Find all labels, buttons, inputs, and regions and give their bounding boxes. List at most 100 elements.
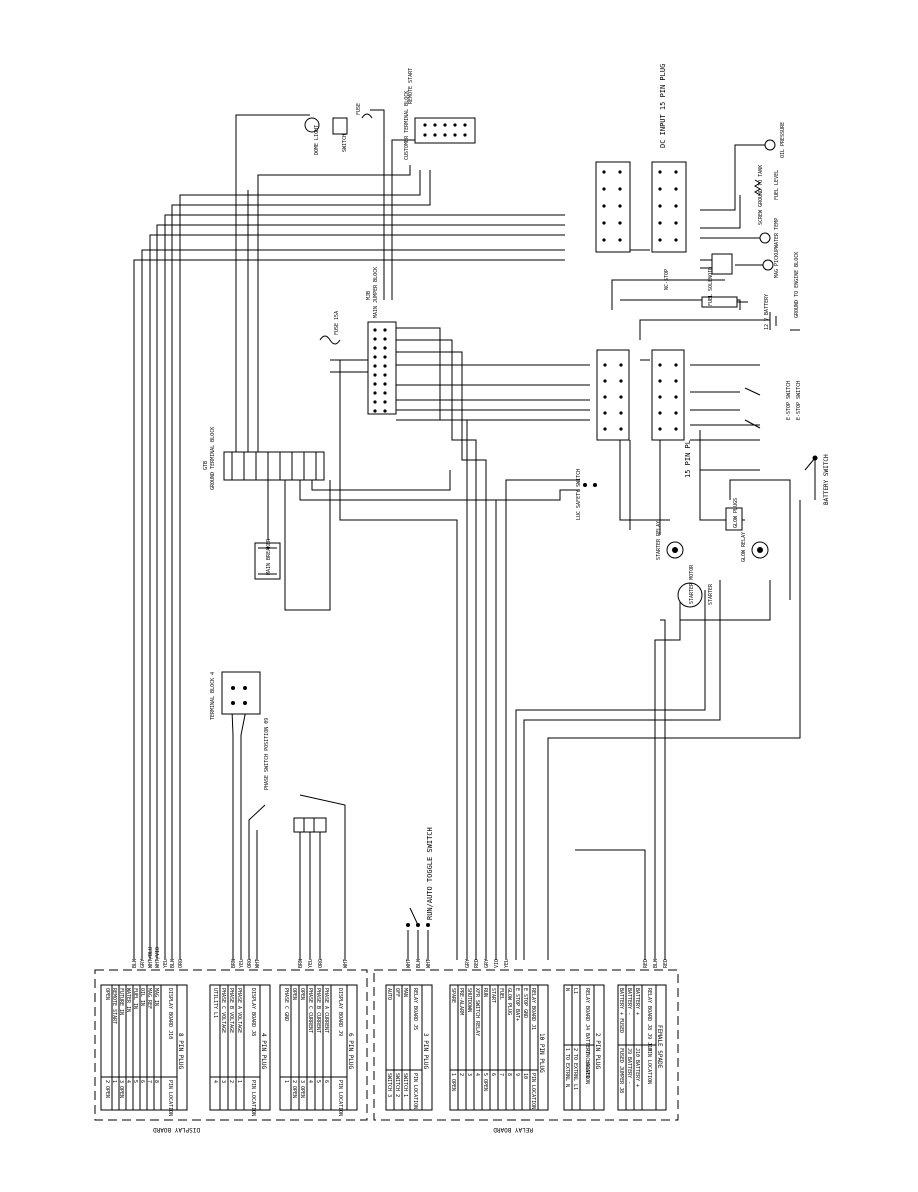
connector-pin (373, 391, 377, 395)
table-cell-pin: 5 OPEN (482, 1073, 488, 1091)
connector-pin (674, 411, 678, 415)
plug10-header-b: PIN LOCATION (530, 1073, 536, 1109)
connector-pin (383, 391, 387, 395)
fuse15a-label: FUSE 15A (334, 311, 340, 335)
table-cell-label: OPEN (299, 988, 305, 1000)
estop2-label: E-STOP SWITCH (796, 381, 802, 420)
connector-pin (603, 427, 607, 431)
starter: STARTER STARTER MOTOR (677, 564, 714, 608)
connector-pin (618, 221, 622, 225)
connector-pin (443, 133, 447, 137)
main-jumper-block: MAIN JUMPER BLOCK MJB (366, 267, 397, 415)
nc-stop-label: NC-STOP (664, 269, 670, 290)
connector-pin (658, 379, 662, 383)
customer-terminal-block: CUSTOMER TERMINAL BLOCK REMOTE START (404, 68, 476, 160)
connector-pin (383, 400, 387, 404)
remote-start-label: REMOTE START (408, 68, 414, 104)
wire-label: BLK (170, 959, 176, 968)
wire-label: YEL (163, 959, 169, 968)
table-cell-label: PHASE C CURRENT (307, 988, 313, 1033)
table-cell-pin: 2 OPEN (104, 1080, 110, 1098)
table-cell-pin: 1 (111, 1080, 117, 1083)
connector-pin (674, 238, 678, 242)
relay-board-outline (373, 969, 679, 1121)
table-cell-label: L1 (572, 988, 578, 994)
table-cell-pin: SWITCH 3 (386, 1073, 392, 1097)
battery: 12 V BATTERY GROUND TO ENGINE BLOCK (764, 252, 800, 330)
connector-pin (619, 427, 623, 431)
plug3-title: 3 PIN PLUG (422, 1033, 429, 1070)
table-cell-label: GLOW PLUG (506, 988, 512, 1015)
plug8-table: 8 PIN PLUG DISPLAY BOARD J10 PIN LOCATIO… (100, 984, 188, 1116)
connector-pin (373, 346, 377, 350)
plug8-title: 8 PIN PLUG (177, 1033, 184, 1070)
connector-pin (602, 238, 606, 242)
connector-pin (619, 395, 623, 399)
table-cell-label: BATTERY + FUSED (618, 988, 624, 1033)
plug6-table: 6 PIN PLUG DISPLAY BOARD J9 PIN LOCATION… (279, 984, 358, 1116)
table-cell-pin: 4 (125, 1080, 131, 1083)
terminal-block-4: TERMINAL BLOCK 4 (210, 671, 261, 720)
table-cell-label: PRE-ALARM (458, 988, 464, 1015)
table-cell-pin: 1 (236, 1080, 242, 1083)
ground-terminal-block: GROUND TERMINAL BLOCK GTB (203, 427, 325, 490)
starter-motor-label: STARTER MOTOR (689, 564, 695, 604)
table-cell-label: PHASE C VOLTAGE (220, 988, 226, 1033)
wire-label: RED (643, 959, 649, 968)
table-cell-pin: 5 (132, 1080, 138, 1083)
mag-pickup-label: MAG PICKUP (774, 248, 780, 278)
connector-pin (619, 379, 623, 383)
wire-label: YEL (504, 959, 510, 968)
table-cell-label: FUTURE IN (118, 988, 124, 1015)
plug3-header-a: RELAY BOARD J5 (412, 988, 418, 1030)
connector-pin (618, 238, 622, 242)
connector-pin (383, 355, 387, 359)
oil-pressure-label: OIL PRESSURE (780, 122, 786, 158)
fuel-solenoid-label: FUEL SOLENOID (708, 267, 714, 306)
table-cell-pin: 6 (139, 1080, 145, 1083)
wire-label: BLK (653, 959, 659, 968)
main-breaker: MAIN BREAKER (254, 538, 281, 580)
table-cell-pin: J9 BATTERY - (626, 1048, 632, 1084)
table-cell-pin: 1 TO EXTRNL N (564, 1048, 570, 1087)
estop-switch: E-STOP SWITCH E-STOP SWITCH (744, 381, 802, 429)
wire-label: ORG (318, 959, 324, 968)
table-cell-pin: 8 (506, 1073, 512, 1076)
wire-label: RED (474, 959, 480, 968)
connector-pin (618, 204, 622, 208)
wire-harness (133, 109, 816, 960)
plug4-table: 4 PIN PLUG DISPLAY BOARD J8 PIN LOCATION… (209, 984, 271, 1116)
phase-switch-label: PHASE SWITCH POSITION 09 (264, 718, 270, 790)
connector-pin (383, 337, 387, 341)
table-cell-pin: 1 OPEN (450, 1073, 456, 1091)
relay-board-title: RELAY BOARD (493, 1126, 533, 1133)
table-cell-label: E STOP BAT+ (514, 988, 520, 1021)
wire-label: WHT/VIO (155, 947, 161, 968)
wire-label: RED (663, 959, 669, 968)
fuse-15a: FUSE 15A (319, 311, 341, 345)
starter-label: STARTER (708, 583, 714, 605)
glow-plugs: GLOW PLUGS (725, 498, 743, 531)
plug10-table: 10 PIN PLUG RELAY BOARD J1 PIN LOCATION … (449, 984, 549, 1111)
table-cell-label: MAG REF (146, 988, 152, 1009)
connector-pin (423, 133, 427, 137)
table-cell-label: REMOTE START (111, 988, 117, 1024)
table-cell-pin: 2 TO EXTRNL L1 (572, 1048, 578, 1090)
terminal-block-4-label: TERMINAL BLOCK 4 (210, 672, 216, 720)
connector-pin (674, 395, 678, 399)
plug4-header-a: DISPLAY BOARD J8 (250, 988, 256, 1036)
dome-light-label: DOME LIGHT (314, 125, 320, 155)
connector-pin (423, 123, 427, 127)
water-temp-sender: WATER TEMP (759, 218, 780, 248)
wire-label: BLK (416, 959, 422, 968)
plug8-header-a: DISPLAY BOARD J10 (167, 988, 173, 1039)
battery-switch-label: BATTERY SWITCH (823, 454, 830, 505)
table-cell-label: MAN (402, 988, 408, 997)
connector-pin (383, 364, 387, 368)
table-cell-pin: 3 OPEN (299, 1080, 305, 1098)
plug2-header-a: RELAY BOARD J4 BATTERY CHARGER (584, 988, 590, 1079)
oil-pressure-sender: OIL PRESSURE (764, 122, 786, 158)
table-cell-label: OPEN (104, 988, 110, 1000)
connector-pin (373, 409, 377, 413)
wire-label: GRY (465, 959, 471, 968)
